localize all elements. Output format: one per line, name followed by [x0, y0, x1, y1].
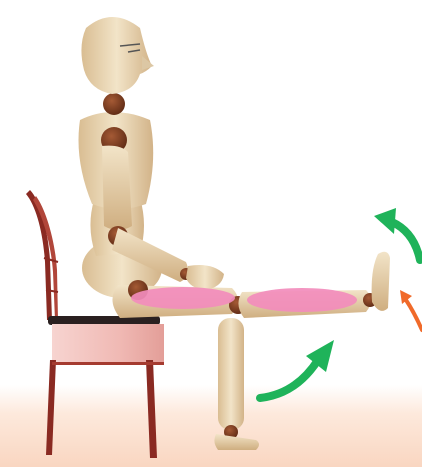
chair-seat: [52, 324, 164, 364]
lower-leg-down: [218, 318, 244, 430]
curved-arrow-right-icon: [400, 290, 422, 330]
head: [81, 17, 152, 94]
hand: [186, 265, 224, 290]
floor: [0, 385, 422, 467]
chair-rail: [52, 362, 164, 365]
curved-arrow-up-icon: [374, 208, 420, 260]
upper-arm: [102, 146, 132, 230]
shin-highlight: [247, 288, 357, 312]
raised-foot: [372, 252, 390, 311]
quadriceps-highlight: [131, 287, 235, 309]
chair-seat-top: [48, 316, 160, 325]
neck-joint: [103, 93, 125, 115]
